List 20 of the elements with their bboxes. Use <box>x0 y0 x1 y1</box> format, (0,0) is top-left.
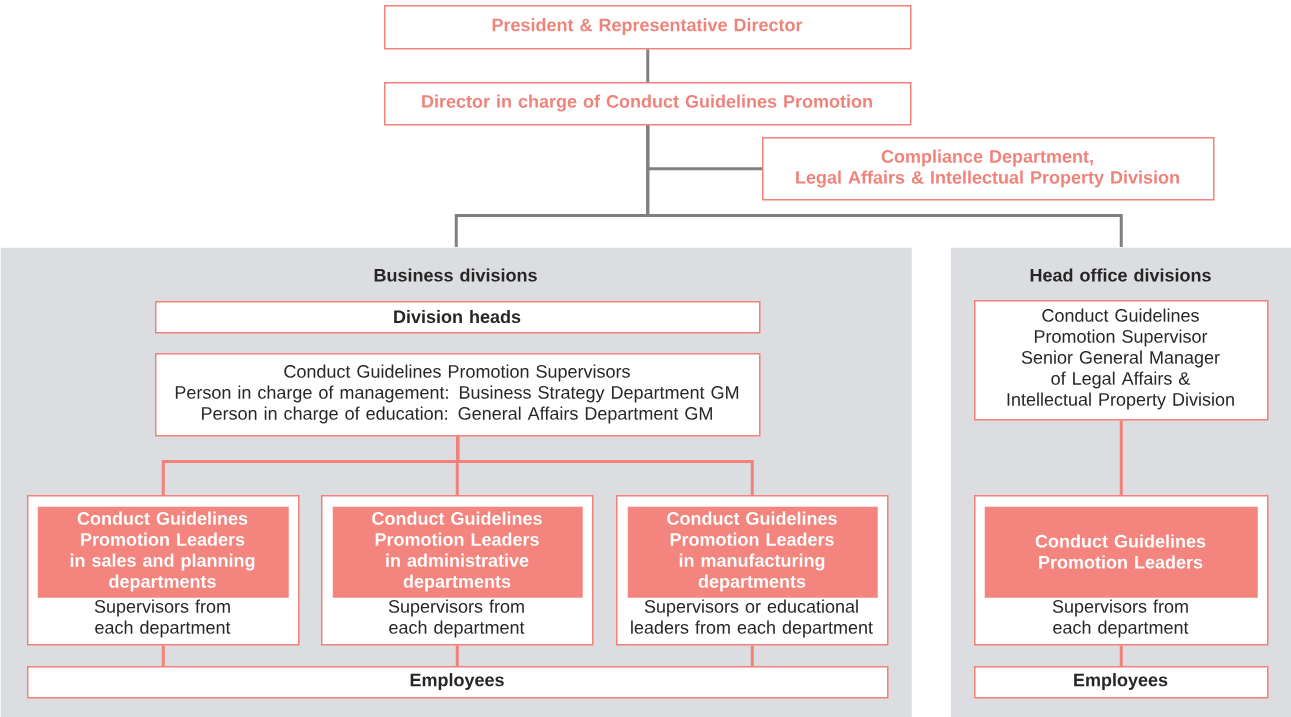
heading-box: Division heads <box>155 301 761 334</box>
connector-line <box>456 436 754 495</box>
connector-line <box>1119 420 1123 495</box>
leader-box: Conduct Guidelines Promotion Leaders <box>984 506 1258 598</box>
connector-line <box>646 49 650 82</box>
leader-box: Conduct Guidelines Promotion Leaders in administrative departments <box>332 506 583 598</box>
heading-box: Employees <box>27 666 889 699</box>
text-box: Conduct Guidelines Promotion Supervisor Senior General Manager of Legal Affairs & Intellectual Property Division <box>974 300 1269 421</box>
connector-line <box>1119 645 1123 666</box>
connector-line <box>455 645 459 666</box>
leader-box: Conduct Guidelines Promotion Leaders in manufacturing departments <box>627 506 878 598</box>
connector-line <box>161 645 165 666</box>
heading-box: Employees <box>974 666 1269 699</box>
role-box: Director in charge of Conduct Guidelines Promotion <box>384 82 912 126</box>
role-box: Compliance Department, Legal Affairs & Intellectual Property Division <box>762 137 1215 201</box>
role-box: President & Representative Director <box>384 5 912 50</box>
connector-line <box>750 645 754 666</box>
connector-line <box>646 125 1123 247</box>
text-box: Conduct Guidelines Promotion Supervisors Person in charge of management: Business Strategy Department GM Person in charge of education: General Affairs Department GM <box>155 353 761 437</box>
leader-box: Conduct Guidelines Promotion Leaders in sales and planning departments <box>37 506 289 598</box>
